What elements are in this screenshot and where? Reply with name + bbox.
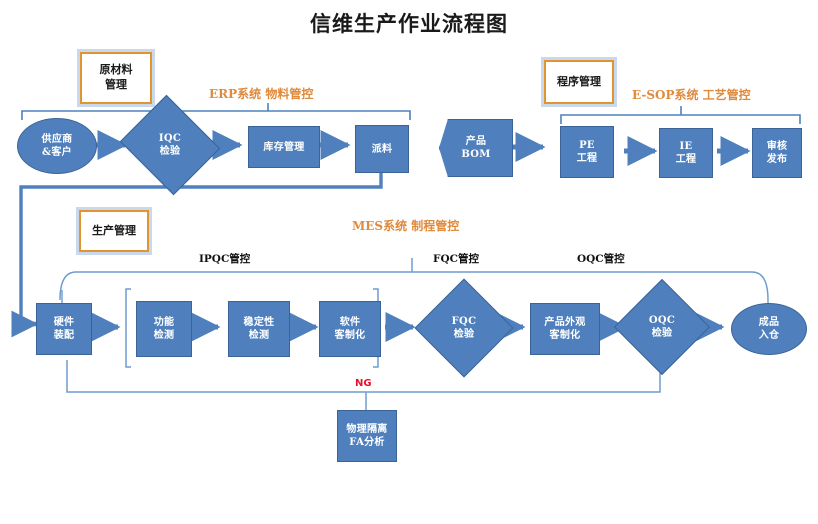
node-function-test[interactable]: 功能 检测 [136, 301, 192, 357]
node-func-line2: 检测 [153, 330, 175, 341]
qc-label-ipqc: IPQC管控 [199, 253, 251, 265]
node-software-customization[interactable]: 软件 客制化 [319, 301, 381, 357]
node-iqc-line1: IQC [158, 133, 182, 144]
mgmt-box-program[interactable]: 程序管理 [544, 60, 614, 104]
qc-label-oqc: OQC管控 [577, 253, 625, 265]
system-label-esop: E-SOP系统 工艺管控 [632, 88, 751, 102]
mgmt-program-line1: 程序管理 [557, 74, 601, 88]
node-hardware-assembly[interactable]: 硬件 装配 [36, 303, 92, 355]
node-bom-line2: BOM [461, 149, 491, 160]
node-hw-line1: 硬件 [53, 317, 75, 328]
node-finished-line1: 成品 [758, 317, 780, 328]
node-inventory-management[interactable]: 库存管理 [248, 126, 320, 168]
node-release-line2: 发布 [766, 154, 788, 165]
node-fa-analysis[interactable]: 物理隔离 FA分析 [337, 410, 397, 462]
node-pe-line1: PE [579, 140, 595, 151]
node-pe-engineering[interactable]: PE 工程 [560, 126, 614, 178]
node-review-release[interactable]: 审核 发布 [752, 128, 802, 178]
node-ie-line1: IE [679, 141, 693, 152]
node-appear-line2: 客制化 [549, 330, 581, 341]
mgmt-raw-material-line2: 管理 [105, 78, 127, 91]
node-material-dispatch[interactable]: 派料 [355, 125, 409, 173]
node-dispatch-line1: 派料 [371, 143, 393, 155]
node-fqc-line2: 检验 [453, 329, 475, 340]
mgmt-raw-material-line1: 原材料 [99, 63, 133, 77]
node-fa-line2: FA分析 [349, 437, 385, 448]
esop-bracket [560, 106, 801, 124]
node-sw-line2: 客制化 [334, 330, 366, 341]
node-stability-test[interactable]: 稳定性 检测 [228, 301, 290, 357]
node-fqc-line1: FQC [451, 316, 477, 327]
node-pe-line2: 工程 [576, 153, 598, 164]
node-oqc-line2: 检验 [651, 328, 673, 339]
page-title: 信维生产作业流程图 [310, 11, 508, 36]
node-finished-line2: 入仓 [758, 330, 780, 341]
mgmt-production-line1: 生产管理 [92, 223, 136, 237]
node-ie-line2: 工程 [675, 154, 697, 165]
node-supplier-line2: &客户 [42, 147, 72, 158]
node-stab-line1: 稳定性 [243, 317, 275, 328]
node-inventory-line1: 库存管理 [263, 141, 305, 153]
system-label-erp: ERP系统 物料管控 [209, 87, 314, 101]
node-iqc-line2: 检验 [159, 146, 181, 157]
node-iqc-inspection[interactable]: IQC 检验 [119, 94, 221, 196]
node-bom-line1: 产品 [465, 136, 487, 147]
node-fa-line1: 物理隔离 [346, 424, 388, 435]
node-product-bom[interactable]: 产品 BOM [439, 119, 513, 177]
node-func-line1: 功能 [153, 317, 175, 328]
node-supplier-line1: 供应商 [41, 134, 73, 145]
node-finished-goods-warehouse[interactable]: 成品 入仓 [731, 303, 807, 355]
node-ie-engineering[interactable]: IE 工程 [659, 128, 713, 178]
qc-label-fqc: FQC管控 [433, 253, 479, 265]
node-oqc-inspection[interactable]: OQC 检验 [613, 278, 711, 376]
node-stab-line2: 检测 [248, 330, 270, 341]
node-fqc-inspection[interactable]: FQC 检验 [414, 278, 514, 378]
node-supplier[interactable]: 供应商 &客户 [17, 118, 97, 174]
erp-bracket [21, 103, 411, 120]
node-release-line1: 审核 [766, 141, 788, 152]
mgmt-box-raw-material[interactable]: 原材料 管理 [80, 52, 152, 104]
node-sw-line1: 软件 [339, 317, 361, 328]
node-appear-line1: 产品外观 [544, 317, 586, 328]
node-hw-line2: 装配 [53, 330, 75, 341]
node-appearance-customization[interactable]: 产品外观 客制化 [530, 303, 600, 355]
ng-label: NG [355, 378, 372, 389]
mgmt-box-production[interactable]: 生产管理 [79, 210, 149, 252]
node-oqc-line1: OQC [648, 315, 676, 326]
system-label-mes: MES系统 制程管控 [352, 219, 460, 233]
